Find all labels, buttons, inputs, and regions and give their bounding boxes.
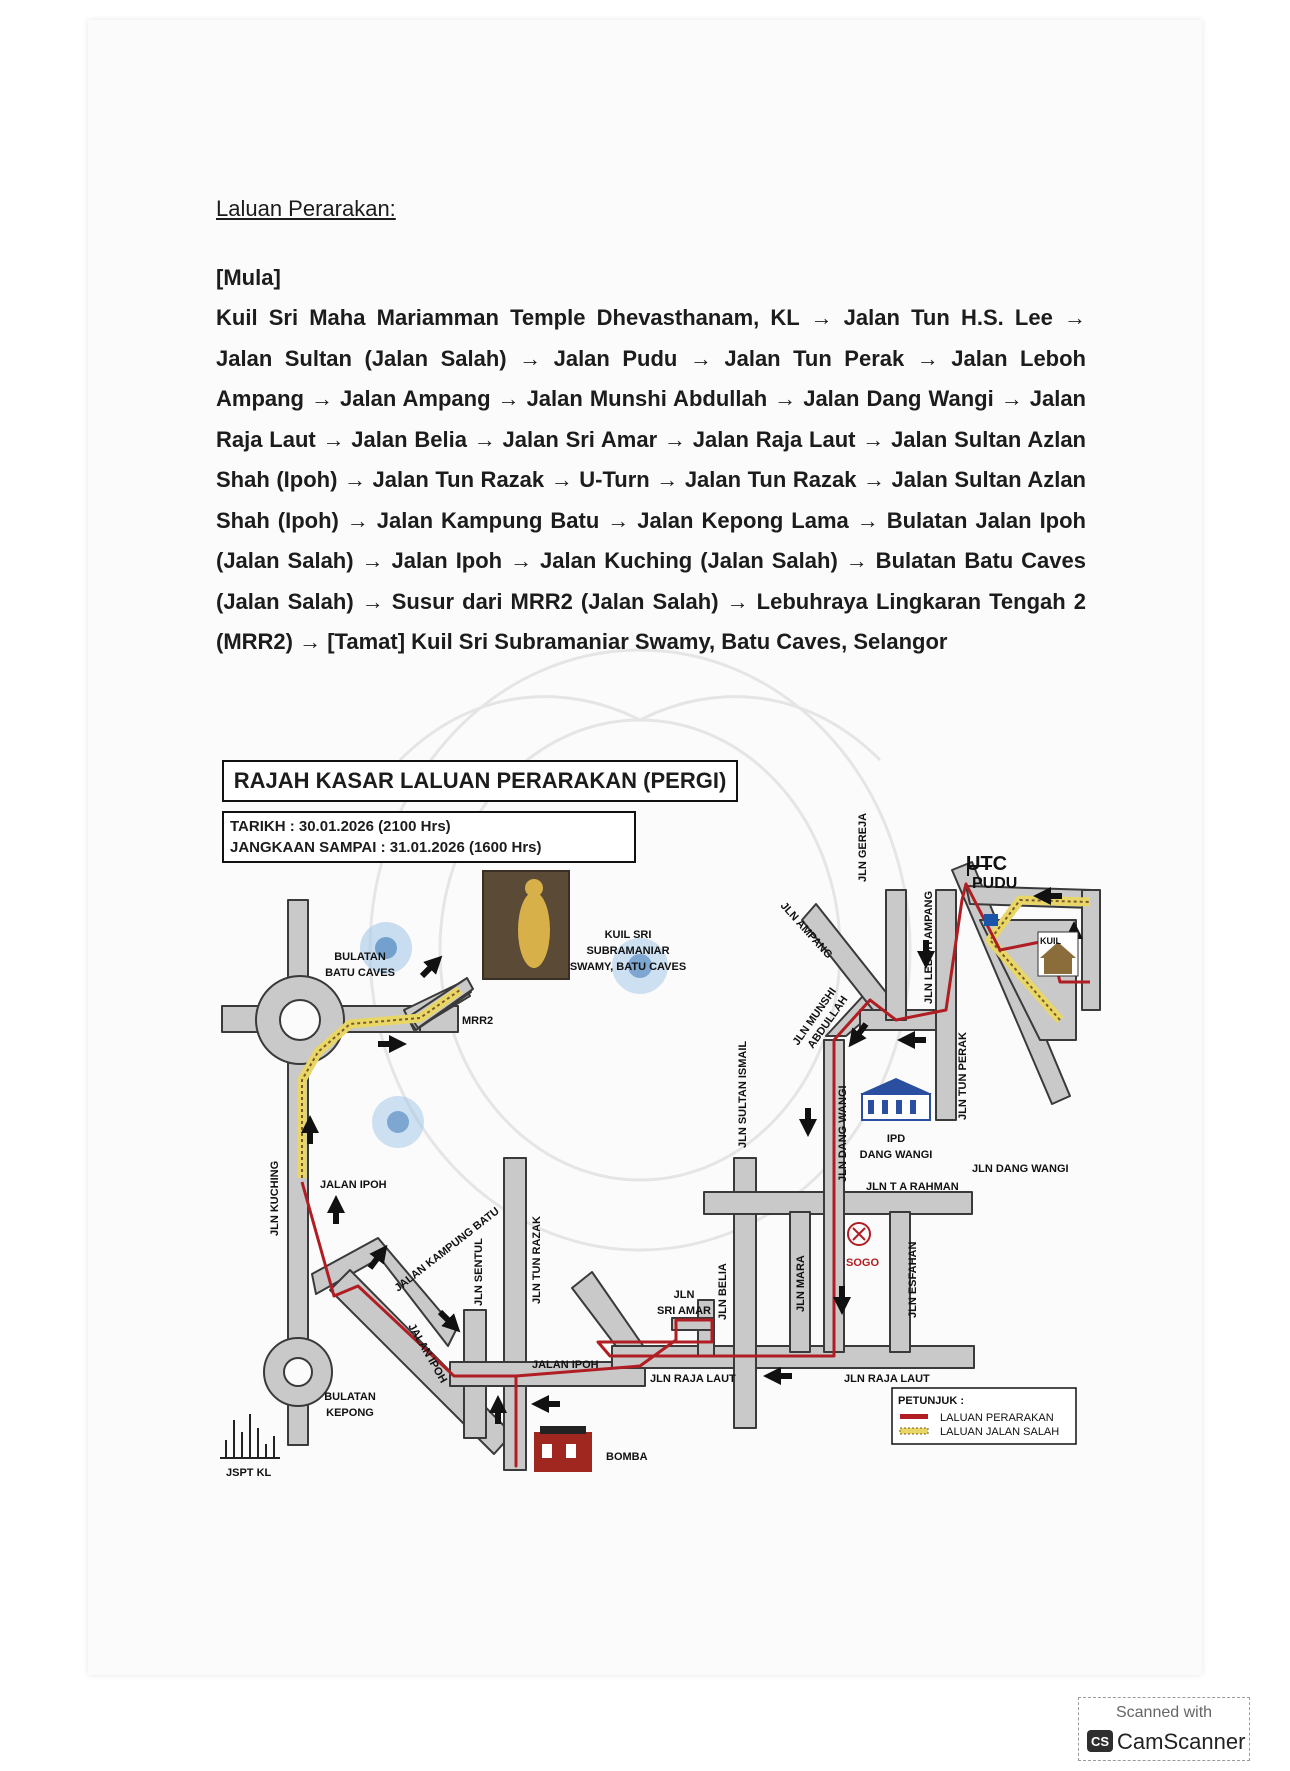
road-jln-sultan-ismail	[733, 1157, 757, 1429]
label-jln-tun-razak: JLN TUN RAZAK	[531, 1216, 543, 1304]
map-dates-box: TARIKH : 30.01.2026 (2100 Hrs) JANGKAAN …	[222, 811, 636, 863]
map-title: RAJAH KASAR LALUAN PERARAKAN (PERGI)	[222, 760, 738, 802]
murugan-statue-image	[482, 870, 570, 980]
legend-route-label: LALUAN PERARAKAN	[940, 1412, 1054, 1424]
label-utc: UTC	[966, 853, 1007, 875]
label-jln-esfahan: JLN ESFAHAN	[907, 1242, 919, 1318]
legend-title: PETUNJUK :	[898, 1395, 964, 1407]
label-jln-gereja: JLN GEREJA	[857, 813, 869, 882]
label-jln-dang-wangi-vertical: JLN DANG WANGI	[837, 1085, 849, 1182]
camscanner-stamp: Scanned with CS CamScanner	[1078, 1697, 1250, 1761]
road-jln-esfahan	[889, 1211, 911, 1353]
map-tarikh: TARIKH : 30.01.2026 (2100 Hrs)	[230, 818, 451, 835]
legend-wrong-swatch	[899, 1427, 929, 1435]
bomba-building-icon	[534, 1426, 592, 1472]
road-jln-tun-razak	[503, 1157, 527, 1471]
legend-wrong-label: LALUAN JALAN SALAH	[940, 1426, 1059, 1438]
label-sogo: SOGO	[846, 1257, 879, 1269]
roundabout-kepong	[263, 1337, 333, 1407]
scanned-with-text: Scanned with	[1115, 1704, 1213, 1721]
wrong-way-route-dots	[301, 898, 1091, 1178]
label-jln-mara: JLN MARA	[795, 1255, 807, 1312]
legend-route-swatch	[900, 1414, 928, 1419]
label-jln-sultan-ismail: JLN SULTAN ISMAIL	[737, 1041, 749, 1148]
jspt-skyline-icon	[220, 1414, 280, 1459]
pudu-station-marker	[967, 865, 998, 926]
kuil-temple-icon	[1037, 931, 1079, 977]
label-jspt-kl: JSPT KL	[226, 1467, 272, 1479]
label-jln-kuching: JLN KUCHING	[269, 1161, 281, 1236]
sogo-logo	[847, 1222, 871, 1246]
camscanner-text: CamScanner	[1117, 1729, 1246, 1754]
label-jalan-ipoh-north: JALAN IPOH	[320, 1179, 387, 1191]
label-pudu: PUDU	[972, 875, 1017, 892]
label-jalan-ipoh-south: JALAN IPOH	[532, 1359, 599, 1371]
peacock-feather-ornaments	[360, 922, 668, 1148]
label-jln-raja-laut-1: JLN RAJA LAUT	[650, 1373, 736, 1385]
label-jln-raja-laut-2: JLN RAJA LAUT	[844, 1373, 930, 1385]
label-jalan-kampung-batu: JALAN KAMPUNG BATU	[392, 1205, 501, 1294]
arrow-1	[419, 955, 443, 979]
wrong-way-route	[297, 895, 1091, 1178]
label-jln-leboh-ampang: JLN LEBOH AMPANG	[923, 891, 935, 1004]
label-mrr2: MRR2	[462, 1015, 493, 1027]
direction-arrows	[301, 887, 1083, 1424]
start-label: [Mula]	[216, 265, 281, 290]
road-kampung-batu	[311, 1237, 457, 1347]
road-pudu-east	[1081, 889, 1101, 1011]
arrow-6	[437, 1309, 461, 1333]
map-jangkaan-sampai: JANGKAAN SAMPAI : 31.01.2026 (1600 Hrs)	[230, 839, 542, 856]
label-kuil: KUIL	[1040, 936, 1061, 946]
label-jln-dang-wangi-horizontal: JLN DANG WANGI	[972, 1163, 1069, 1175]
map-legend: PETUNJUK : LALUAN PERARAKAN LALUAN JALAN…	[891, 1387, 1077, 1445]
label-jln-sentul: JLN SENTUL	[473, 1238, 485, 1306]
label-jln-t-a-rahman: JLN T A RAHMAN	[866, 1181, 959, 1193]
label-jln-belia: JLN BELIA	[717, 1263, 729, 1320]
road-jln-mara	[789, 1211, 811, 1353]
procession-route	[300, 882, 1090, 1468]
arrow-5	[367, 1244, 388, 1270]
ipd-building-icon	[860, 1078, 932, 1121]
roundabout-batu-caves	[255, 975, 345, 1065]
page-heading: Laluan Perarakan:	[216, 196, 396, 221]
arrow-12	[848, 1022, 869, 1048]
route-description: Kuil Sri Maha Mariamman Temple Dhevastha…	[216, 305, 1086, 654]
camscanner-logo-icon: CS	[1087, 1730, 1113, 1752]
label-bomba: BOMBA	[606, 1451, 648, 1463]
label-jln-tun-perak: JLN TUN PERAK	[957, 1032, 969, 1120]
road-jln-gereja	[885, 889, 907, 1021]
